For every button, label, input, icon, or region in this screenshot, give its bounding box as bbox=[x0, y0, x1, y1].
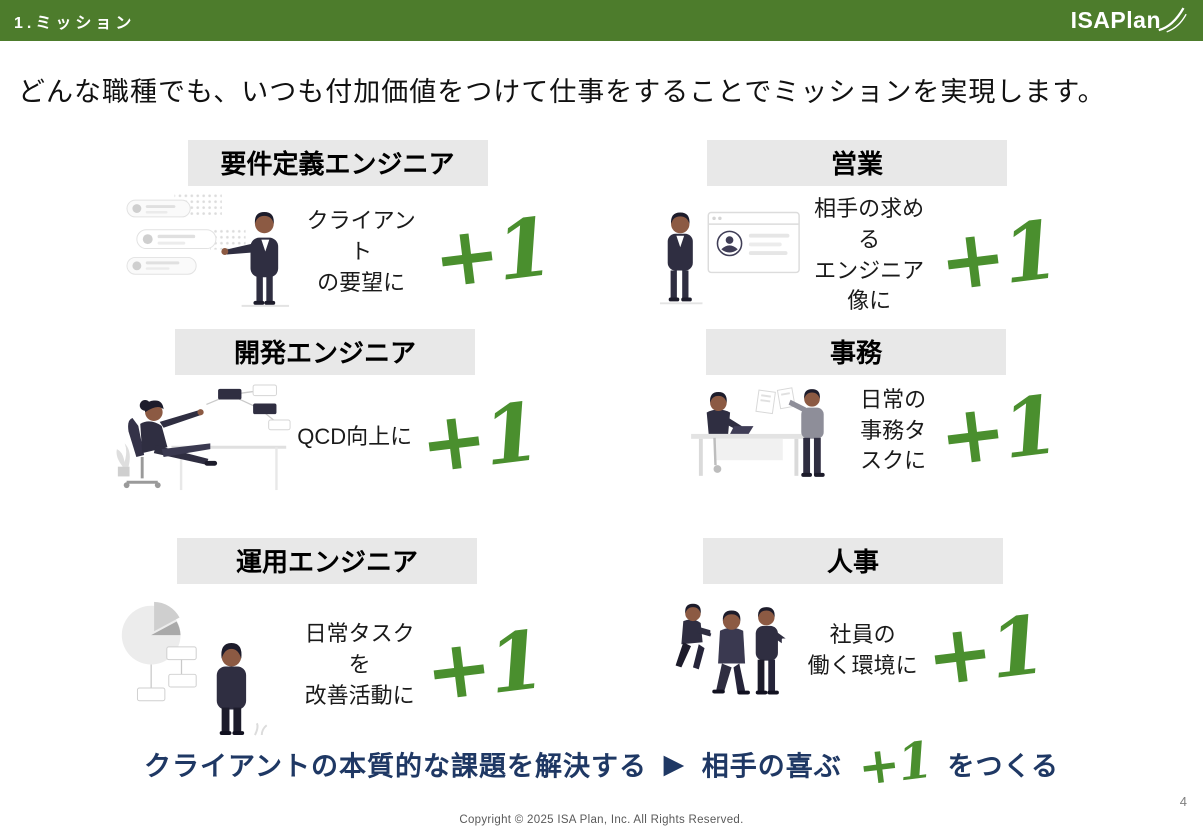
top-bar: 1.ミッション ISAPlan bbox=[0, 0, 1203, 41]
card-text: 日常タスクを 改善活動に bbox=[304, 621, 415, 708]
card-text: 日常の 事務タスクに bbox=[860, 386, 927, 474]
development-engineer-illustration bbox=[116, 384, 291, 491]
sales-illustration bbox=[659, 211, 800, 304]
copyright-text: Copyright © 2025 ISA Plan, Inc. All Righ… bbox=[459, 814, 744, 826]
card-title: 営業 bbox=[707, 140, 1007, 186]
card-title: 人事 bbox=[703, 538, 1003, 584]
hr-illustration bbox=[675, 603, 788, 695]
bottom-message-part1: クライアントの本質的な課題を解決する bbox=[144, 751, 647, 782]
card-sales: 営業 相 bbox=[658, 140, 1061, 317]
plus-one: +1 bbox=[934, 201, 1062, 310]
section-title: 1.ミッション bbox=[14, 14, 136, 32]
card-title: 要件定義エンジニア bbox=[187, 140, 488, 186]
card-text: 社員の 働く環境に bbox=[807, 622, 918, 678]
card-requirements-engineer: 要件定義エンジニア bbox=[125, 140, 555, 311]
card-development-engineer: 開発エンジニア bbox=[110, 329, 543, 492]
plus-one: +1 bbox=[934, 377, 1062, 485]
card-text: QCD向上に bbox=[297, 424, 413, 450]
card-text: 相手の求める エンジニア像に bbox=[814, 196, 925, 314]
lead-text: どんな職種でも、いつも付加価値をつけて仕事をすることでミッションを実現します。 bbox=[18, 77, 1106, 107]
operations-engineer-illustration bbox=[121, 601, 268, 736]
bottom-message: クライアントの本質的な課題を解決する ▶ 相手の喜ぶ +1 をつくる bbox=[0, 730, 1203, 797]
isaplan-logo: ISAPlan bbox=[1071, 4, 1187, 38]
bottom-message-part3: をつくる bbox=[947, 751, 1059, 782]
logo-swoosh-icon bbox=[1157, 6, 1187, 38]
card-title: 運用エンジニア bbox=[177, 538, 477, 584]
triangle-arrow-icon: ▶ bbox=[663, 748, 686, 779]
card-office-work: 事務 bbox=[656, 329, 1061, 485]
card-hr: 人事 bbox=[653, 538, 1053, 710]
card-operations-engineer: 運用エンジニア 日常タスクを 改善活動に bbox=[112, 538, 547, 739]
office-work-illustration bbox=[691, 387, 825, 477]
bottom-message-part2: 相手の喜ぶ bbox=[701, 751, 842, 782]
card-text: クライアント の要望に bbox=[306, 208, 416, 295]
plus-one-inline: +1 bbox=[854, 729, 935, 798]
card-title: 開発エンジニア bbox=[175, 329, 475, 375]
page-number: 4 bbox=[1179, 794, 1187, 809]
plus-one: +1 bbox=[920, 597, 1048, 705]
requirements-engineer-illustration bbox=[126, 194, 290, 307]
card-title: 事務 bbox=[706, 329, 1006, 375]
logo-text: ISAPlan bbox=[1070, 7, 1161, 33]
plus-one: +1 bbox=[414, 383, 543, 492]
plus-one: +1 bbox=[420, 611, 548, 720]
plus-one: +1 bbox=[428, 198, 556, 307]
